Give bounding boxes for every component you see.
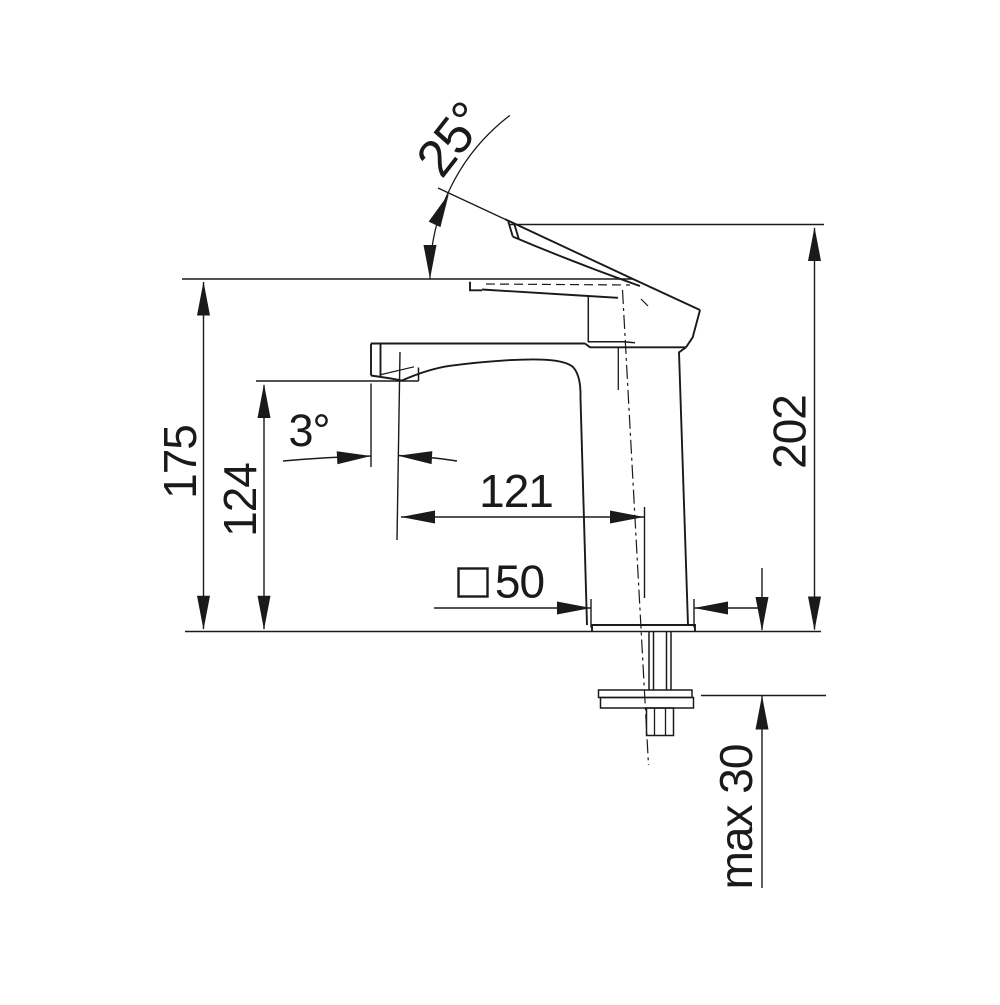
arrow-3deg-left: [336, 451, 371, 465]
arrow-202-top: [808, 227, 821, 261]
cartridge-outline: [587, 296, 636, 344]
cap-detail-tick: [640, 298, 649, 307]
arrow-175-bottom: [197, 595, 210, 630]
dim-label-max30: max 30: [710, 745, 762, 890]
arrow-202-bottom: [808, 596, 821, 631]
hidden-and-center-lines: [485, 283, 650, 766]
arrow-max30-top: [755, 597, 769, 631]
spout-underside: [401, 358, 582, 398]
body-cap-right-edge: [685, 309, 701, 348]
arrow-max30-bottom: [755, 695, 769, 730]
dim-label-124: 124: [214, 463, 266, 537]
spout-lip-bottom: [370, 374, 403, 382]
outlet-axis-line: [396, 351, 401, 541]
aerator-top-edge: [381, 366, 415, 376]
square-section-icon: [457, 567, 489, 598]
fixing-nut: [645, 707, 675, 737]
washer-plate-lower: [599, 696, 695, 709]
spout-front-edge: [370, 343, 382, 376]
dim-label-3deg: 3°: [288, 405, 329, 456]
arrow-arc-bottom: [423, 245, 437, 279]
arrow-121-right: [610, 510, 644, 524]
handle-rear-end: [469, 281, 482, 292]
arrowheads: [197, 193, 821, 730]
handle-bottom-edge: [512, 235, 641, 287]
handle-top-edge: [504, 218, 701, 311]
arrow-3deg-right: [398, 451, 433, 465]
dim-label-121: 121: [479, 465, 553, 517]
base-flange: [591, 624, 696, 632]
body-cap-top-edge: [481, 288, 619, 299]
body-cap-bottom-edge: [584, 342, 686, 349]
fixing-nut-faces: [653, 708, 667, 736]
arrow-124-bottom: [257, 595, 271, 630]
arrow-50-right: [694, 601, 728, 615]
hidden-top-edge: [485, 283, 631, 286]
arrow-arc-top: [428, 193, 449, 228]
arrow-121-left: [401, 510, 435, 524]
threaded-shank: [648, 631, 672, 690]
dimension-labels: 175 124 202 121 50 max 30 25° 3°: [154, 92, 816, 889]
body-centerline: [621, 289, 650, 766]
body-left-edge: [579, 397, 588, 626]
dim-label-202: 202: [764, 395, 816, 469]
handle-tip-cap: [507, 220, 520, 240]
dim-label-25deg: 25°: [406, 92, 498, 187]
arrow-175-top: [197, 281, 210, 316]
arrow-50-left: [557, 601, 591, 615]
dim-label-175: 175: [154, 425, 206, 499]
dim-label-50: 50: [495, 556, 544, 608]
faucet-outline: [370, 218, 701, 737]
body-right-edge: [678, 346, 689, 626]
arrow-124-top: [257, 384, 271, 418]
